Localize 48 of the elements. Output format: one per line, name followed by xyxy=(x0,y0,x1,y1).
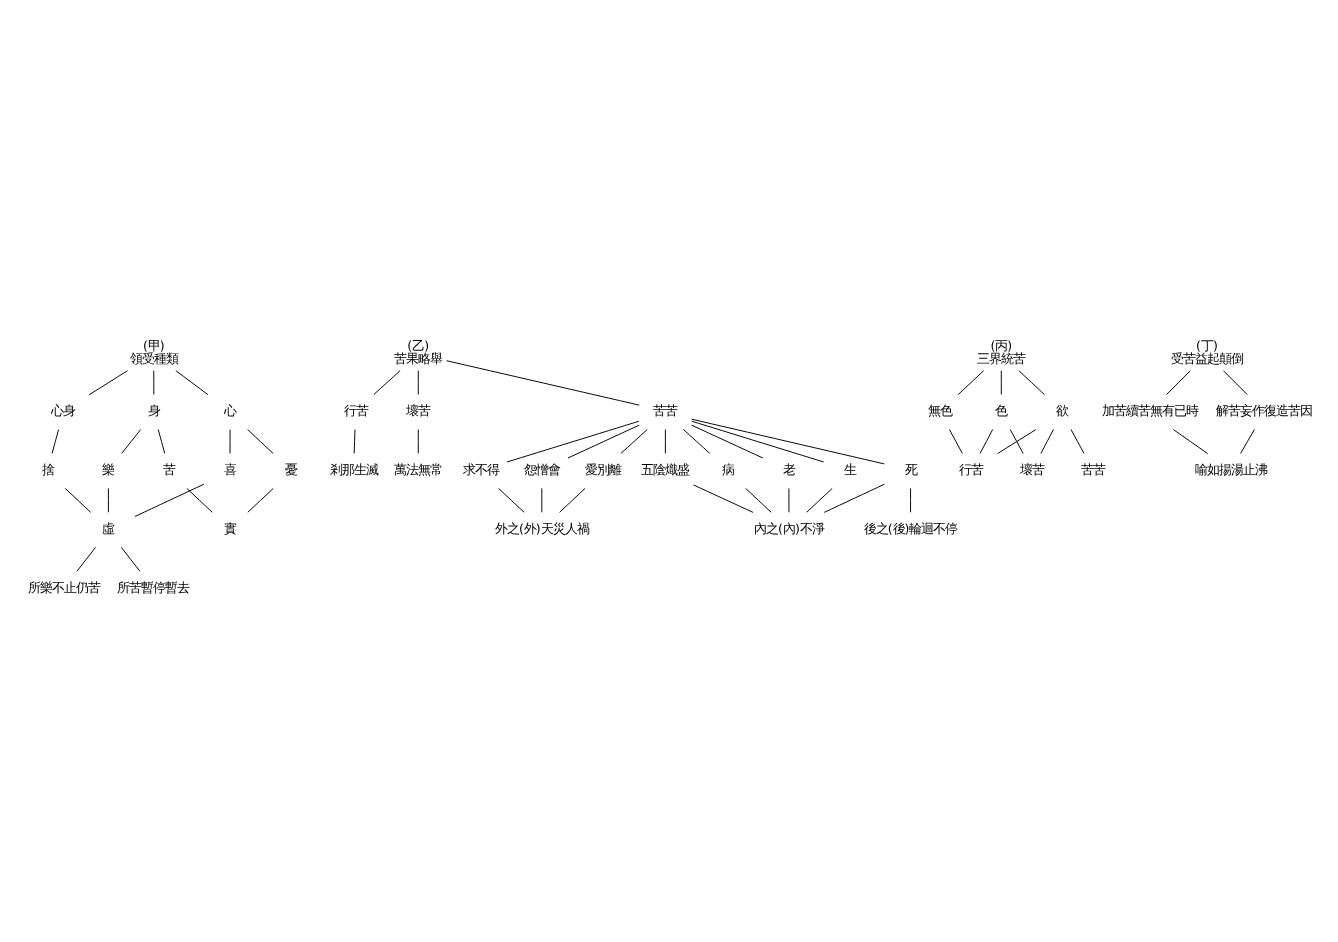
connector xyxy=(76,546,97,572)
connector xyxy=(683,429,711,454)
connector xyxy=(1040,429,1054,454)
connector xyxy=(175,370,209,396)
connector xyxy=(107,487,109,513)
connector xyxy=(498,487,525,513)
connector xyxy=(1166,370,1191,395)
connector xyxy=(997,429,1037,455)
connector xyxy=(692,484,754,513)
connector xyxy=(186,487,213,513)
connector xyxy=(691,424,764,459)
connector xyxy=(541,487,543,513)
connector xyxy=(1172,429,1209,455)
connector xyxy=(1000,370,1002,395)
connector xyxy=(691,420,825,463)
connector xyxy=(806,487,833,513)
connector xyxy=(64,487,92,513)
connector xyxy=(153,370,155,395)
connector xyxy=(979,429,994,454)
connector xyxy=(664,429,666,454)
connector xyxy=(157,429,166,454)
connector xyxy=(247,429,274,454)
connector xyxy=(247,487,274,513)
connector xyxy=(373,370,401,395)
connector xyxy=(745,487,772,513)
connector xyxy=(121,429,142,454)
connector xyxy=(620,429,648,454)
connector xyxy=(567,424,640,459)
connector xyxy=(910,487,912,513)
connector xyxy=(120,546,141,572)
connector xyxy=(446,360,640,406)
connector xyxy=(506,420,640,463)
connector xyxy=(1222,370,1248,395)
connector xyxy=(417,429,419,454)
connector xyxy=(691,418,885,465)
connector xyxy=(957,370,985,395)
connector xyxy=(88,370,129,396)
connector xyxy=(559,487,586,513)
connector xyxy=(134,483,205,517)
connector xyxy=(353,429,356,454)
connector xyxy=(1018,370,1045,395)
connector xyxy=(1009,429,1024,454)
connector xyxy=(51,429,60,454)
connector xyxy=(1070,429,1085,454)
connector xyxy=(1240,429,1255,454)
connector xyxy=(948,429,963,454)
connector xyxy=(417,370,419,395)
connector xyxy=(823,483,885,513)
